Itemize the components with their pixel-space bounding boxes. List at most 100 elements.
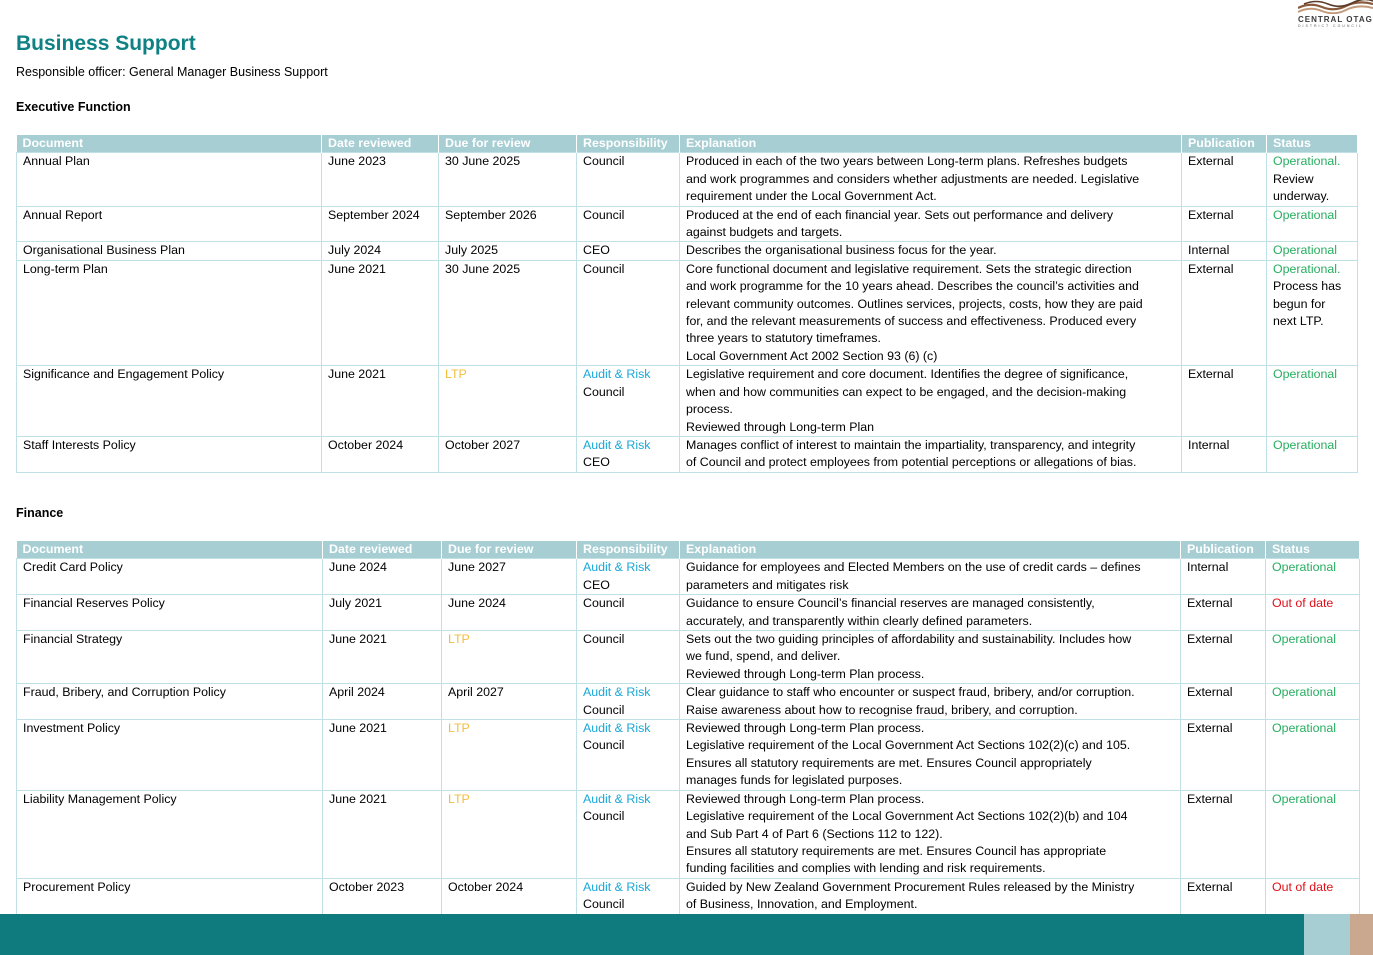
cell-publication: External bbox=[1180, 594, 1266, 632]
cell-status: Out of date bbox=[1265, 877, 1360, 915]
cell-status: Operational bbox=[1265, 630, 1360, 685]
responsibility-owner: CEO bbox=[583, 455, 610, 470]
cell-due-for-review: June 2024 bbox=[441, 594, 577, 632]
cell-date-reviewed: July 2021 bbox=[322, 594, 442, 632]
status-badge: Operational bbox=[1272, 560, 1337, 575]
cell-publication: External bbox=[1181, 205, 1267, 243]
cell-status: Operational. Process has begun for next L… bbox=[1266, 259, 1358, 367]
cell-date-reviewed: June 2021 bbox=[322, 630, 442, 685]
status-badge: Operational bbox=[1273, 243, 1338, 258]
cell-status: Operational.Review underway. bbox=[1266, 152, 1358, 207]
footer-accent-tan bbox=[1350, 914, 1373, 955]
cell-explanation: Reviewed through Long-term Plan process.… bbox=[679, 789, 1181, 879]
cell-document: Annual Plan bbox=[16, 152, 322, 207]
status-badge: Operational bbox=[1273, 367, 1338, 382]
cell-explanation: Guided by New Zealand Government Procure… bbox=[679, 877, 1181, 915]
cell-date-reviewed: June 2021 bbox=[322, 789, 442, 879]
cell-responsibility: Council bbox=[576, 152, 680, 207]
status-badge: Operational bbox=[1273, 207, 1338, 222]
responsibility-owner: Council bbox=[583, 897, 625, 912]
logo-waves-icon bbox=[1298, 0, 1373, 14]
cell-status: Operational bbox=[1265, 789, 1360, 879]
cell-explanation: Core functional document and legislative… bbox=[679, 259, 1182, 367]
status-note: Process has begun for next LTP. bbox=[1273, 279, 1342, 329]
cell-document: Staff Interests Policy bbox=[16, 435, 322, 473]
responsibility-owner: CEO bbox=[583, 577, 610, 592]
responsibility-committee: Audit & Risk bbox=[583, 685, 651, 700]
col-header-due-for-review: Due for review bbox=[441, 541, 577, 559]
cell-date-reviewed: April 2024 bbox=[322, 683, 442, 721]
cell-publication: External bbox=[1181, 365, 1267, 437]
responsibility-owner: Council bbox=[583, 384, 625, 399]
cell-date-reviewed: June 2021 bbox=[322, 719, 442, 791]
cell-document: Long-term Plan bbox=[16, 259, 322, 367]
page-title: Business Support bbox=[16, 32, 196, 55]
section-heading-finance: Finance bbox=[16, 506, 64, 520]
status-badge: Operational. bbox=[1273, 154, 1341, 169]
cell-explanation: Legislative requirement and core documen… bbox=[679, 365, 1182, 437]
cell-publication: External bbox=[1181, 259, 1267, 367]
status-badge: Operational. bbox=[1273, 261, 1341, 276]
cell-document: Procurement Policy bbox=[16, 877, 323, 915]
cell-explanation: Reviewed through Long-term Plan process.… bbox=[679, 719, 1181, 791]
col-header-responsibility: Responsibility bbox=[576, 135, 680, 153]
cell-document: Fraud, Bribery, and Corruption Policy bbox=[16, 683, 323, 721]
responsibility-committee: Audit & Risk bbox=[583, 721, 651, 736]
cell-publication: External bbox=[1180, 719, 1266, 791]
responsibility-owner: CEO bbox=[583, 243, 610, 258]
status-badge: Operational bbox=[1273, 437, 1338, 452]
section-heading-executive: Executive Function bbox=[16, 100, 131, 114]
cell-date-reviewed: June 2023 bbox=[321, 152, 439, 207]
cell-due-for-review: LTP bbox=[441, 719, 577, 791]
cell-status: Out of date bbox=[1265, 594, 1360, 632]
cell-explanation: Sets out the two guiding principles of a… bbox=[679, 630, 1181, 685]
cell-status: Operational bbox=[1265, 719, 1360, 791]
cell-due-for-review: April 2027 bbox=[441, 683, 577, 721]
cell-date-reviewed: September 2024 bbox=[321, 205, 439, 243]
cell-due-for-review: LTP bbox=[441, 789, 577, 879]
cell-date-reviewed: June 2021 bbox=[321, 259, 439, 367]
cell-date-reviewed: June 2021 bbox=[321, 365, 439, 437]
cell-responsibility: Council bbox=[576, 630, 680, 685]
status-badge: Out of date bbox=[1272, 596, 1334, 611]
cell-explanation: Clear guidance to staff who encounter or… bbox=[679, 683, 1181, 721]
footer-bar bbox=[0, 914, 1304, 955]
logo-subtitle: DISTRICT COUNCIL bbox=[1298, 24, 1363, 28]
responsibility-committee: Audit & Risk bbox=[583, 437, 651, 452]
responsibility-owner: Council bbox=[583, 809, 625, 824]
cell-status: Operational bbox=[1265, 558, 1360, 596]
status-badge: Operational bbox=[1272, 685, 1337, 700]
cell-document: Significance and Engagement Policy bbox=[16, 365, 322, 437]
executive-function-table: Document Date reviewed Due for review Re… bbox=[16, 135, 1358, 473]
col-header-explanation: Explanation bbox=[679, 135, 1182, 153]
cell-publication: Internal bbox=[1180, 558, 1266, 596]
col-header-publication: Publication bbox=[1181, 135, 1267, 153]
col-header-document: Document bbox=[16, 135, 322, 153]
cell-publication: External bbox=[1180, 683, 1266, 721]
cell-document: Financial Reserves Policy bbox=[16, 594, 323, 632]
responsibility-owner: Council bbox=[583, 632, 625, 647]
cell-date-reviewed: July 2024 bbox=[321, 241, 439, 261]
status-badge: Out of date bbox=[1272, 879, 1334, 894]
cell-responsibility: Council bbox=[576, 594, 680, 632]
cell-status: Operational bbox=[1266, 241, 1358, 261]
logo-name: CENTRAL OTAGO bbox=[1298, 15, 1373, 24]
responsibility-committee: Audit & Risk bbox=[583, 879, 651, 894]
cell-due-for-review: September 2026 bbox=[438, 205, 577, 243]
status-badge: Operational bbox=[1272, 791, 1337, 806]
status-badge: Operational bbox=[1272, 632, 1337, 647]
table-header-row: Document Date reviewed Due for review Re… bbox=[16, 541, 1360, 559]
cell-publication: Internal bbox=[1181, 435, 1267, 473]
